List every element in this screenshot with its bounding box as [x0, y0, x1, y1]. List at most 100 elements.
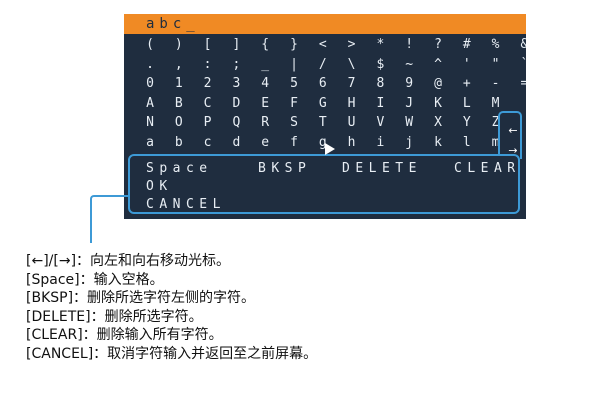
keyboard-key[interactable]: i: [376, 134, 385, 150]
keyboard-key[interactable]: Q: [232, 115, 241, 130]
keyboard-key[interactable]: ): [174, 37, 183, 52]
keyboard-key[interactable]: 6: [318, 76, 327, 91]
keyboard-key[interactable]: .: [146, 56, 154, 72]
keyboard-key[interactable]: Z: [491, 115, 500, 130]
keyboard-key[interactable]: L: [462, 95, 471, 111]
keyboard-key[interactable]: $: [376, 56, 385, 72]
keyboard-key[interactable]: 4: [261, 76, 270, 91]
keyboard-key[interactable]: &: [515, 36, 526, 54]
keyboard-key[interactable]: N: [146, 115, 154, 130]
keyboard-key[interactable]: P: [203, 115, 212, 130]
arrow-right-icon[interactable]: →: [508, 144, 518, 157]
keyboard-key[interactable]: ?: [434, 37, 442, 52]
keyboard-key[interactable]: G: [318, 95, 327, 111]
keyboard-key[interactable]: +: [462, 76, 471, 91]
keyboard-key[interactable]: I: [376, 95, 385, 111]
legend-cancel: [CANCEL]：取消字符输入并返回至之前屏幕。: [26, 345, 318, 362]
keyboard-key[interactable]: C: [203, 95, 212, 111]
keyboard-key[interactable]: X: [434, 115, 442, 130]
keyboard-key[interactable]: 5: [290, 76, 298, 91]
keyboard-key[interactable]: F: [290, 95, 298, 111]
keyboard-key[interactable]: 7: [347, 76, 356, 91]
keyboard-key[interactable]: l: [462, 134, 471, 150]
keyboard-key[interactable]: {: [261, 37, 270, 52]
keyboard-key[interactable]: \: [347, 56, 356, 72]
keyboard-key[interactable]: #: [462, 37, 471, 52]
delete-button[interactable]: DELETE: [342, 161, 422, 176]
keyboard-key[interactable]: k: [434, 134, 442, 150]
keyboard-key[interactable]: V: [376, 115, 385, 130]
keyboard-key[interactable]: a: [146, 134, 154, 150]
keyboard-key[interactable]: |: [290, 56, 298, 72]
bksp-button[interactable]: BKSP: [258, 161, 312, 176]
keyboard-key[interactable]: >: [347, 37, 356, 52]
keyboard-key[interactable]: =: [520, 76, 526, 91]
legend-arrows: [←]/[→]：向左和向右移动光标。: [26, 253, 231, 269]
keyboard-key[interactable]: T: [318, 115, 327, 130]
arrow-left-icon[interactable]: ←: [508, 124, 518, 137]
keyboard-key[interactable]: g: [318, 134, 327, 150]
keyboard-key[interactable]: 8: [376, 76, 385, 91]
keyboard-key[interactable]: R: [261, 115, 270, 130]
keyboard-key[interactable]: B: [174, 95, 183, 111]
keyboard-row: A B C D E F G H I J K L M: [124, 95, 526, 113]
keyboard-key[interactable]: @: [434, 76, 442, 91]
keyboard-key[interactable]: A: [146, 95, 154, 111]
keyboard-key[interactable]: d: [232, 134, 241, 150]
keyboard-key[interactable]: 3: [232, 76, 241, 91]
keyboard-key[interactable]: 0: [146, 76, 154, 91]
keyboard-key[interactable]: !: [405, 37, 414, 52]
keyboard-key[interactable]: ]: [232, 37, 241, 52]
keyboard-key[interactable]: `: [520, 56, 526, 72]
keyboard-key[interactable]: <: [318, 37, 327, 52]
keyboard-key[interactable]: %: [491, 37, 500, 52]
keyboard-key[interactable]: ^: [434, 56, 442, 72]
keyboard-key[interactable]: /: [318, 56, 327, 72]
key-legend: [←]/[→]：向左和向右移动光标。 [Space]：输入空格。 [BKSP]：…: [26, 252, 586, 364]
keyboard-key[interactable]: [: [203, 37, 212, 52]
input-field[interactable]: abc_: [124, 14, 526, 34]
keyboard-key[interactable]: H: [347, 95, 356, 111]
keyboard-key[interactable]: }: [290, 37, 298, 52]
keyboard-key[interactable]: E: [261, 95, 270, 111]
keyboard-key[interactable]: h: [347, 134, 356, 150]
keyboard-key[interactable]: ~: [405, 56, 414, 72]
keyboard-key[interactable]: W: [405, 115, 414, 130]
keyboard-key[interactable]: (: [146, 37, 154, 52]
keyboard-key[interactable]: Y: [462, 115, 471, 130]
keyboard-key[interactable]: *: [376, 37, 385, 52]
keyboard-key[interactable]: m: [491, 134, 500, 150]
keyboard-key[interactable]: 9: [405, 76, 414, 91]
keyboard-key[interactable]: O: [174, 115, 183, 130]
keyboard-key[interactable]: 1: [174, 76, 183, 91]
ok-button[interactable]: OK: [146, 179, 173, 194]
keyboard-key[interactable]: :: [203, 56, 212, 72]
keyboard-key[interactable]: M: [491, 95, 500, 111]
keyboard-key[interactable]: _: [261, 56, 270, 72]
legend-bksp: [BKSP]：删除所选字符左侧的字符。: [26, 290, 256, 307]
keyboard-key[interactable]: D: [232, 95, 241, 111]
clear-button[interactable]: CLEAR: [454, 161, 521, 176]
keyboard-key[interactable]: S: [290, 115, 298, 130]
keyboard-key[interactable]: ,: [174, 56, 183, 72]
keyboard-row: N O P Q R S T U V W X Y Z: [124, 114, 526, 132]
keyboard-row: a b c d e f g h i j k l m: [124, 134, 526, 152]
character-input-screen: abc_ () [] {} < > *!? #%&.,:; _ | / \ $ ~ ^ ' " ` 0 1 2 3 4 5 6…: [124, 14, 526, 219]
keyboard-key[interactable]: K: [434, 95, 442, 111]
keyboard-key[interactable]: U: [347, 115, 356, 130]
cancel-button[interactable]: CANCEL: [146, 197, 226, 212]
keyboard-key[interactable]: J: [405, 95, 414, 111]
legend-space: [Space]：输入空格。: [26, 271, 164, 288]
keyboard-key[interactable]: f: [290, 134, 298, 150]
keyboard-key[interactable]: e: [261, 134, 270, 150]
keyboard-key[interactable]: ": [491, 56, 500, 72]
keyboard-key[interactable]: ;: [232, 56, 241, 72]
keyboard-key[interactable]: b: [174, 134, 183, 150]
function-keys-panel: Space BKSP DELETE CLEAR OK CANCEL: [128, 154, 520, 214]
keyboard-key[interactable]: ': [462, 56, 471, 72]
keyboard-key[interactable]: -: [491, 76, 500, 91]
keyboard-key[interactable]: 2: [203, 76, 212, 91]
keyboard-key[interactable]: c: [203, 134, 212, 150]
keyboard-key[interactable]: j: [405, 134, 414, 150]
space-button[interactable]: Space: [146, 161, 213, 176]
